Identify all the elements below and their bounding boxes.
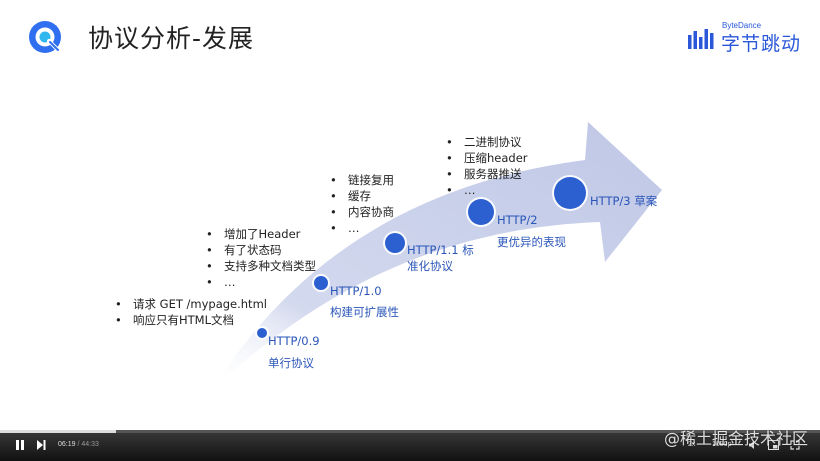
fullscreen-icon[interactable] bbox=[790, 440, 800, 450]
milestone-desc-http10: 构建可扩展性 bbox=[330, 305, 399, 319]
list-item: 有了状态码 bbox=[204, 242, 316, 258]
bytedance-logo-icon bbox=[688, 29, 714, 49]
list-item: 支持多种文档类型 bbox=[204, 258, 316, 274]
list-item: 请求 GET /mypage.html bbox=[113, 296, 267, 312]
bullet-list-http2: 二进制协议 压缩header 服务器推送 … bbox=[444, 134, 528, 198]
milestone-label-http2: HTTP/2 bbox=[497, 213, 538, 227]
speed-button[interactable]: 2x bbox=[688, 441, 696, 448]
milestone-label-http09: HTTP/0.9 bbox=[268, 334, 320, 348]
milestone-desc-http09: 单行协议 bbox=[268, 356, 314, 370]
current-time: 06:19 bbox=[58, 441, 76, 448]
brand-latin: ByteDance bbox=[722, 21, 762, 30]
bullet-list-http11: 链接复用 缓存 内容协商 … bbox=[328, 172, 394, 236]
brand-chinese: 字节跳动 bbox=[721, 33, 802, 55]
next-icon[interactable] bbox=[35, 439, 47, 451]
list-item: 二进制协议 bbox=[444, 134, 528, 150]
milestone-desc-http2: 更优异的表现 bbox=[497, 235, 566, 249]
pause-icon[interactable] bbox=[14, 439, 26, 451]
time-display: 06:19 / 44:33 bbox=[58, 441, 99, 448]
milestone-node-http09 bbox=[257, 328, 267, 338]
milestone-label-http3: HTTP/3 草案 bbox=[590, 194, 658, 208]
list-item: 压缩header bbox=[444, 150, 528, 166]
slide: 协议分析-发展 ByteDance 字节跳动 HTTP/0.9 单行协议 HTT… bbox=[0, 0, 820, 430]
app-logo-icon bbox=[29, 21, 61, 53]
timeline-arrow bbox=[212, 122, 662, 390]
bullet-list-http10: 增加了Header 有了状态码 支持多种文档类型 … bbox=[204, 226, 316, 290]
list-item: … bbox=[444, 182, 528, 198]
milestone-label-http10: HTTP/1.0 bbox=[330, 284, 382, 298]
milestone-label-http11: HTTP/1.1 标准化协议 bbox=[407, 243, 474, 273]
list-item: 链接复用 bbox=[328, 172, 394, 188]
milestone-node-http2 bbox=[468, 199, 494, 225]
milestone-node-http11 bbox=[385, 233, 405, 253]
watermark-text: @稀土掘金技术社区 bbox=[663, 429, 808, 448]
pip-icon[interactable] bbox=[768, 440, 779, 450]
list-item: 响应只有HTML文档 bbox=[113, 312, 267, 328]
progress-fill bbox=[0, 430, 117, 433]
quality-button[interactable]: 1080p bbox=[712, 441, 732, 448]
bullet-list-http09: 请求 GET /mypage.html 响应只有HTML文档 bbox=[113, 296, 267, 328]
list-item: 服务器推送 bbox=[444, 166, 528, 182]
total-time: 44:33 bbox=[81, 441, 99, 448]
video-controls: 06:19 / 44:33 2x 1080p bbox=[0, 430, 820, 461]
list-item: 内容协商 bbox=[328, 204, 394, 220]
volume-icon[interactable] bbox=[748, 440, 758, 450]
list-item: … bbox=[204, 274, 316, 290]
list-item: 增加了Header bbox=[204, 226, 316, 242]
slide-title: 协议分析-发展 bbox=[88, 24, 255, 53]
list-item: … bbox=[328, 220, 394, 236]
milestone-node-http10 bbox=[314, 276, 328, 290]
list-item: 缓存 bbox=[328, 188, 394, 204]
milestone-node-http3 bbox=[554, 177, 586, 209]
progress-bar[interactable] bbox=[0, 430, 820, 433]
